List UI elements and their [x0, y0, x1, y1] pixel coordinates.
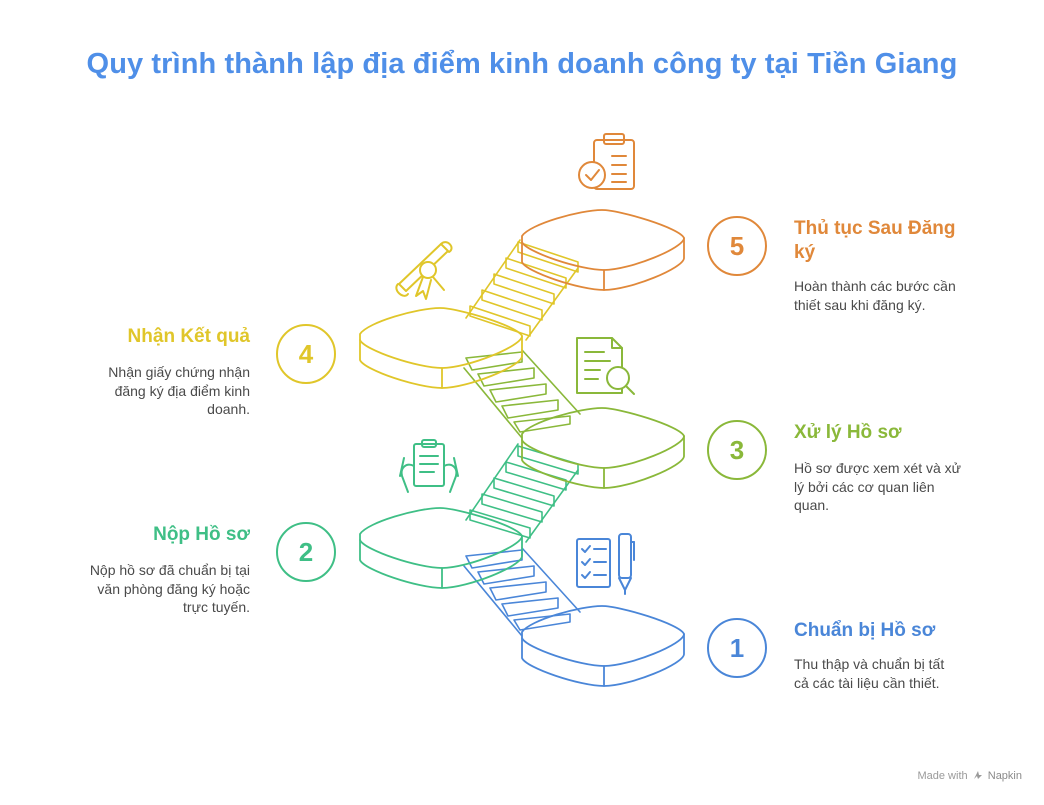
step-2-title: Nộp Hồ sơ	[153, 524, 250, 545]
clipboard-check-icon	[578, 133, 635, 190]
platform-4	[359, 307, 523, 389]
step-4-description-line: đăng ký địa điểm kinh	[114, 382, 250, 399]
step-3-description-line: lý bởi các cơ quan liên	[794, 478, 935, 495]
step-2-description-line: trực tuyến.	[183, 599, 250, 615]
step-2-number-badge: 2	[276, 522, 336, 582]
step-5-description: Hoàn thành các bước cần thiết sau khi đă…	[794, 277, 974, 314]
step-4-title: Nhận Kết quả	[127, 326, 250, 347]
stair-4-to-5	[465, 239, 579, 341]
svg-text:2: 2	[299, 537, 313, 567]
step-3-number-badge: 3	[707, 420, 767, 480]
step-1-number-badge: 1	[707, 618, 767, 678]
platform-5	[521, 209, 685, 291]
platform-2	[359, 507, 523, 589]
stair-1-to-2	[463, 547, 581, 637]
step-5-description-line: thiết sau khi đăng ký.	[794, 296, 926, 313]
stair-3-to-4	[463, 349, 581, 439]
step-1-description-line: cả các tài liệu cần thiết.	[794, 674, 940, 691]
step-4-number-badge: 4	[276, 324, 336, 384]
step-5-title-line: ký	[794, 242, 816, 263]
page-title: Quy trình thành lập địa điểm kinh doanh …	[86, 48, 958, 80]
svg-text:3: 3	[730, 435, 744, 465]
document-search-icon	[576, 337, 635, 395]
step-1-description-line: Thu thập và chuẩn bị tất	[794, 656, 945, 672]
step-5-number-badge: 5	[707, 216, 767, 276]
step-5-title: Thủ tục Sau Đăng ký	[794, 217, 974, 265]
step-4-description-line: doanh.	[207, 401, 250, 417]
step-2-description: Nộp hồ sơ đã chuẩn bị tại văn phòng đăng…	[70, 561, 250, 617]
svg-text:4: 4	[299, 339, 314, 369]
step-2-description-line: văn phòng đăng ký hoặc	[97, 580, 250, 597]
diploma-scroll-icon	[395, 241, 453, 300]
step-4-description-line: Nhận giấy chứng nhận	[108, 364, 250, 380]
footer-text: Made with	[917, 770, 968, 782]
step-1-description: Thu thập và chuẩn bị tất cả các tài liệu…	[794, 655, 974, 692]
svg-text:1: 1	[730, 633, 744, 663]
svg-text:5: 5	[730, 231, 744, 261]
footer-brand: Napkin	[987, 770, 1022, 782]
step-4-description: Nhận giấy chứng nhận đăng ký địa điểm ki…	[70, 363, 250, 419]
step-3-description: Hồ sơ được xem xét và xử lý bởi các cơ q…	[794, 459, 974, 515]
step-3-title: Xử lý Hồ sơ	[794, 422, 902, 443]
hands-holding-document-icon	[399, 439, 459, 493]
platform-1	[521, 605, 685, 687]
step-2-description-line: Nộp hồ sơ đã chuẩn bị tại	[89, 562, 250, 578]
platform-3	[521, 407, 685, 489]
napkin-logo-icon	[973, 771, 982, 779]
step-5-description-line: Hoàn thành các bước cần	[794, 278, 956, 294]
checklist-pen-icon	[576, 533, 635, 595]
step-5-title-line: Thủ tục Sau Đăng	[794, 218, 956, 239]
step-1-title: Chuẩn bị Hồ sơ	[794, 620, 936, 641]
step-3-description-line: Hồ sơ được xem xét và xử	[794, 460, 962, 476]
step-3-description-line: quan.	[794, 497, 830, 513]
made-with-footer[interactable]: Made with Napkin	[917, 770, 1022, 782]
